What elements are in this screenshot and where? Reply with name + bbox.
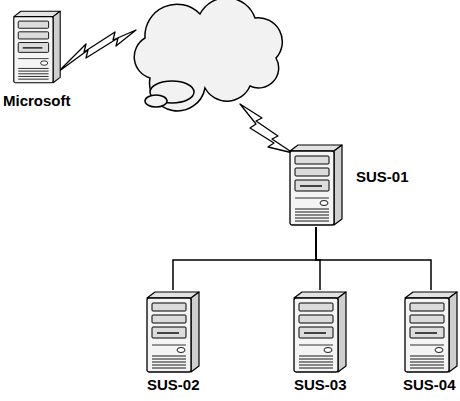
server-label: Microsoft (3, 92, 71, 110)
server-icon (14, 11, 60, 82)
cloud (134, 0, 282, 111)
network-link (316, 227, 320, 290)
network-link (173, 227, 316, 290)
server-node: SUS-01 (288, 143, 418, 227)
server-icon (294, 292, 346, 372)
server-label: SUS-04 (403, 376, 456, 394)
server-icon (147, 292, 199, 372)
lightning-bolt (58, 30, 136, 72)
server-icon (405, 292, 457, 372)
server-node: SUS-03 (287, 290, 353, 398)
lightning-bolt (240, 104, 293, 153)
server-label: SUS-01 (356, 168, 409, 186)
network-link (316, 227, 431, 290)
server-label: SUS-03 (294, 376, 347, 394)
server-icon (290, 145, 342, 225)
server-node: Microsoft (0, 8, 74, 114)
server-label: SUS-02 (147, 376, 200, 394)
server-node: SUS-02 (140, 290, 206, 398)
server-node: SUS-04 (398, 290, 460, 398)
